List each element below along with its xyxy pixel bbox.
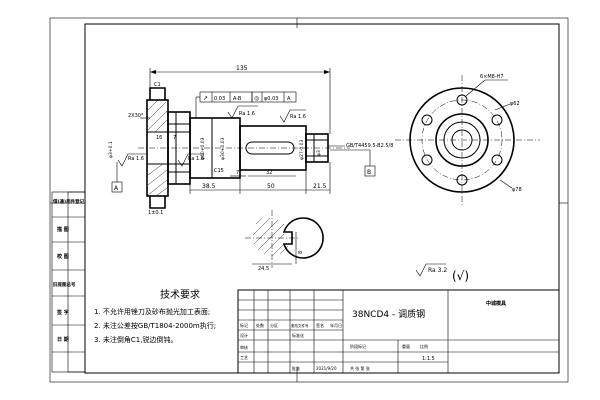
side-label-old-no: 旧底图总号 bbox=[53, 281, 76, 288]
dim-phi30: φ30+0.03 bbox=[220, 137, 226, 160]
dim-phi40: φ40+0.03 bbox=[200, 137, 206, 160]
roughness-general: Ra 3.2 bbox=[428, 267, 447, 274]
side-label-sign: 签 字 bbox=[56, 309, 69, 316]
keyway-section bbox=[245, 210, 324, 268]
dim-chain bbox=[189, 162, 331, 194]
tb-h-date: 年月日 bbox=[330, 322, 342, 328]
datum-markers bbox=[111, 149, 376, 193]
end-view-phi62: φ62 bbox=[510, 101, 520, 107]
dim-2x30: 2X30° bbox=[128, 113, 144, 119]
tb-h-std: 标准化 bbox=[292, 332, 304, 338]
dim-small-7: 7 bbox=[173, 135, 176, 141]
dim-135: 135 bbox=[236, 65, 248, 72]
thread-spec: GB/T4459.5-B2.5/8 bbox=[346, 143, 393, 149]
dim-phi27: φ27-0.03 bbox=[299, 140, 305, 160]
title-block bbox=[237, 289, 560, 374]
tb-h-design: 设计 bbox=[240, 332, 248, 338]
tb-h-zone: 分区 bbox=[270, 322, 278, 328]
roughness-check: (√) bbox=[452, 269, 469, 283]
tb-h-mark: 标记 bbox=[240, 322, 248, 328]
side-label-check: 校 图 bbox=[57, 253, 69, 260]
border-ticks bbox=[50, 18, 568, 382]
tb-company: 中城模具 bbox=[486, 300, 506, 307]
tech-req-title: 技术要求 bbox=[160, 288, 200, 301]
dim-phi3: φ3 bbox=[316, 150, 322, 156]
tb-h-sheet: 共 张 第 张 bbox=[350, 365, 370, 371]
side-label-trace: 描 图 bbox=[56, 226, 69, 233]
datum-b: B bbox=[367, 169, 371, 176]
datum-a: A bbox=[114, 185, 119, 192]
outer-border bbox=[49, 17, 569, 383]
gdt-coax-symbol: ◎ bbox=[254, 95, 259, 102]
roughness-marks bbox=[117, 105, 446, 277]
roughness-ra16-c: Ra 1.6 bbox=[128, 156, 144, 162]
gdt-runout-value: 0.03 bbox=[214, 96, 225, 102]
tb-h-review: 审核 bbox=[240, 344, 248, 350]
roughness-ra16-a: Ra 1.6 bbox=[239, 111, 255, 117]
keyway-dim-24-5: 24.5 bbox=[258, 266, 269, 272]
tech-req-item-2: 2. 未注公差按GB/T1804-2000m执行; bbox=[94, 321, 216, 330]
dim-c1: C1 bbox=[154, 82, 161, 88]
dim-38-5: 38.5 bbox=[202, 183, 216, 190]
dim-21-5: 21.5 bbox=[313, 183, 327, 190]
tb-h-doc: 更改文件号 bbox=[291, 323, 309, 328]
gdt-runout-symbol: ↗ bbox=[203, 95, 208, 102]
roughness-ra16-b: Ra 1.6 bbox=[290, 114, 306, 120]
dim-16: 16 bbox=[156, 135, 162, 141]
tb-h-sign: 签名 bbox=[316, 322, 324, 328]
gdt-runout-datum: A-B bbox=[233, 96, 242, 102]
dim-left-dia: φ3+0.1 bbox=[108, 141, 114, 158]
side-table bbox=[51, 191, 86, 373]
flange-hatch bbox=[147, 99, 168, 197]
tb-part-name: 38NCD4 - 调质钢 bbox=[352, 308, 425, 320]
gdt-frames bbox=[195, 91, 297, 118]
tb-h-stage: 阶段标记 bbox=[350, 343, 366, 349]
keyway-dim-8: 8 bbox=[298, 251, 304, 254]
roughness-ra16-d: Ra 1.6 bbox=[188, 156, 204, 162]
side-label-register: 借(通)用件登记 bbox=[52, 198, 85, 205]
dim-overall bbox=[149, 68, 331, 134]
end-view-phi78: φ78 bbox=[512, 187, 522, 193]
tb-scale: 1:1.5 bbox=[422, 356, 435, 362]
tech-req-item-3: 3. 未注倒角C1,锐边倒钝。 bbox=[94, 335, 177, 344]
tech-req-item-1: 1. 不允许用锉刀及砂布抛光加工表面; bbox=[94, 307, 210, 316]
dim-7: 7 bbox=[236, 170, 239, 176]
tb-h-approve: 批准 bbox=[292, 365, 300, 371]
dim-c15: C15 bbox=[214, 168, 224, 174]
gdt-coax-datum: A bbox=[287, 96, 291, 102]
tb-date: 2021/9/20 bbox=[316, 366, 337, 371]
dim-32: 32 bbox=[266, 170, 272, 176]
side-label-date: 日 期 bbox=[57, 336, 69, 343]
tb-h-count: 处数 bbox=[256, 322, 264, 328]
tb-h-craft: 工艺 bbox=[240, 355, 248, 360]
tb-h-scale: 比例 bbox=[420, 343, 428, 349]
tb-h-weight: 重量 bbox=[402, 343, 410, 349]
gdt-coax-value: φ0.03 bbox=[264, 96, 278, 102]
dim-50: 50 bbox=[267, 183, 275, 190]
end-view-bolt-holes: 6×M8-H7 bbox=[480, 74, 504, 80]
dim-1-tol: 1±0.1 bbox=[148, 210, 163, 216]
end-view bbox=[395, 75, 540, 205]
